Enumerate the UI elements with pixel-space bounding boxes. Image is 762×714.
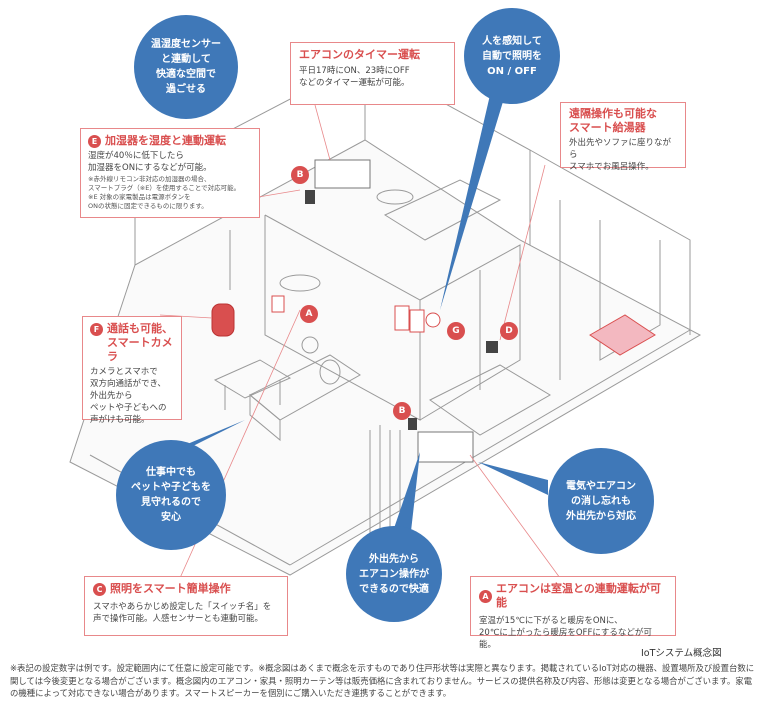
bed xyxy=(383,179,502,241)
wall-switch-1 xyxy=(271,295,285,313)
wall-switch-2 xyxy=(394,305,410,331)
marker-b-bedroom: B xyxy=(291,166,309,184)
air-conditioner-bedroom xyxy=(314,159,371,189)
callout-water-heater: 遠隔操作も可能な スマート給湯器 外出先やソファに座りながら スマホでお風呂操作… xyxy=(560,102,686,172)
bubble-motion-lighting: 人を感知して 自動で照明を ON / OFF xyxy=(464,8,560,104)
bubble-pet-child-monitor: 仕事中でも ペットや子どもを 見守れるので 安心 xyxy=(116,440,226,550)
badge-c: C xyxy=(93,582,106,596)
kitchen-counter xyxy=(429,364,551,436)
smart-speaker xyxy=(305,190,315,204)
bathtub xyxy=(589,314,656,356)
figure-caption: IoTシステム概念図 xyxy=(641,648,722,659)
bubble-remote-aircon: 外出先から エアコン操作が できるので快適 xyxy=(346,526,442,622)
bubble-temp-humidity-sensor: 温湿度センサー と連動して 快適な空間で 過ごせる xyxy=(134,15,238,119)
air-conditioner-kitchen xyxy=(417,431,474,463)
marker-a: A xyxy=(300,305,318,323)
callout-title: エアコンのタイマー運転 xyxy=(299,48,420,61)
marker-d: D xyxy=(500,322,518,340)
smart-camera xyxy=(211,303,235,337)
badge-f: F xyxy=(90,322,103,336)
footnote: ※表記の設定数字は例です。設定範囲内にて任意に設定可能です。※概念図はあくまで概… xyxy=(10,663,755,698)
ceiling-light xyxy=(279,274,321,292)
water-heater-panel xyxy=(486,341,498,353)
table xyxy=(213,359,292,399)
badge-a: A xyxy=(479,589,492,603)
badge-e: E xyxy=(88,134,101,148)
callout-aircon-timer: エアコンのタイマー運転 平日17時にON、23時にOFF などのタイマー運転が可… xyxy=(290,42,455,105)
motion-sensor xyxy=(425,312,441,328)
bubble-forgot-switch-off: 電気やエアコン の消し忘れも 外出先から対応 xyxy=(548,448,654,554)
marker-g: G xyxy=(447,322,465,340)
wall-switch-3 xyxy=(409,309,425,333)
marker-b-kitchen: B xyxy=(393,402,411,420)
